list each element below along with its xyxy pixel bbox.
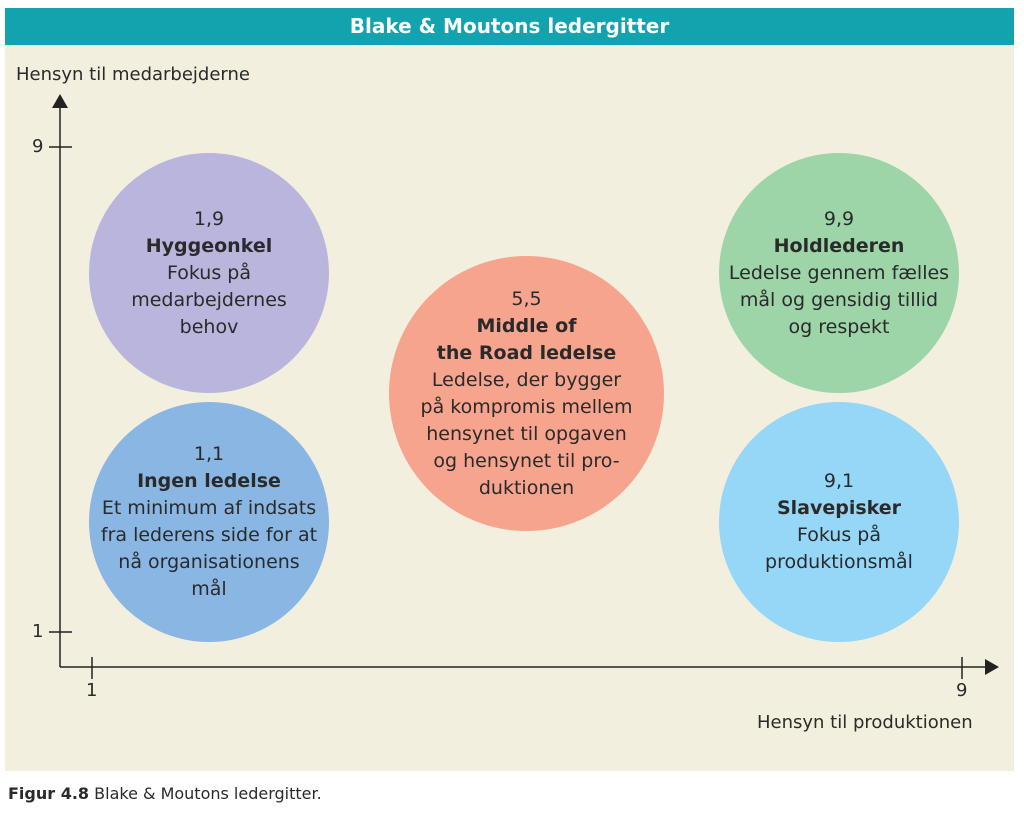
circle-coord: 9,1 [823,470,855,492]
circle-description: Fokus på medarbejdernes behov [131,261,287,338]
circle-name: Hyggeonkel [145,234,273,257]
circle-hyggeonkel: 1,9 Hyggeonkel Fokus på medarbejdernes b… [89,153,329,393]
caption-label: Figur 4.8 [8,784,90,803]
circle-description: Ledelse gennem fælles mål og gensidig ti… [728,261,950,338]
circle-description: Fokus på produktionsmål [765,524,913,573]
circle-name: Ingen ledelse [137,470,281,492]
x-tick-label-9: 9 [956,680,968,701]
x-tick-label-1: 1 [86,680,98,701]
circle-name: Holdlederen [773,234,905,257]
circle-ingen-ledelse: 1,1 Ingen ledelse Et minimum af indsats … [89,402,329,642]
circle-coord: 1,9 [193,207,225,230]
circle-name: Middle of the Road ledelse [436,314,617,364]
circle-name: Slavepisker [776,497,902,519]
y-tick-label-9: 9 [32,136,44,157]
caption-text: Blake & Moutons ledergitter. [94,784,322,803]
circle-coord: 1,1 [193,443,225,465]
diagram-title: Blake & Moutons ledergitter [5,8,1014,45]
circle-description: Ledelse, der bygger på kompromis mellem … [420,368,633,499]
y-axis-arrow [52,94,68,108]
circle-slavepisker: 9,1 Slavepisker Fokus på produktionsmål [719,402,959,642]
circle-middle-of-the-road: 5,5 Middle of the Road ledelse Ledelse, … [389,256,664,531]
circle-holdlederen: 9,9 Holdlederen Ledelse gennem fælles må… [719,153,959,393]
y-tick-label-1: 1 [32,621,44,642]
circle-coord: 5,5 [511,287,542,310]
circle-coord: 9,9 [823,207,855,230]
x-axis-label: Hensyn til produktionen [757,712,973,733]
figure-caption: Figur 4.8 Blake & Moutons ledergitter. [8,784,322,803]
x-axis-arrow [985,659,999,675]
circle-description: Et minimum af indsats fra lederens side … [100,497,318,600]
y-axis-label: Hensyn til medarbejderne [16,64,250,85]
